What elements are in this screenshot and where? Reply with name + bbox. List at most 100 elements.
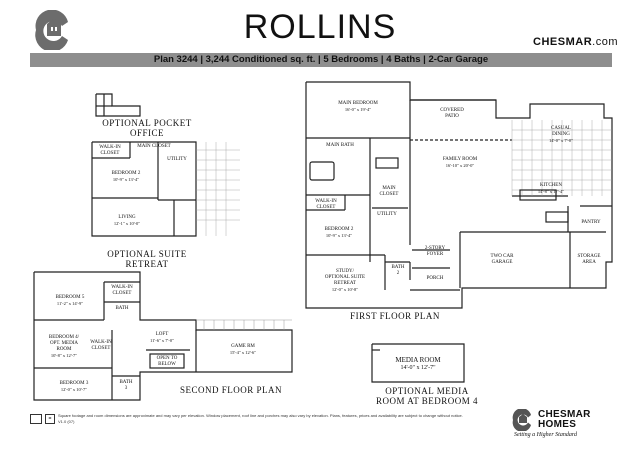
room-storage-area: STORAGE AREA (572, 254, 606, 266)
room-porch: PORCH (420, 276, 450, 282)
suite-retreat-grid (196, 142, 240, 236)
second-room-bath: BATH (108, 306, 136, 312)
opt-room-living-dims: 12'-1" x 10'-0" (113, 221, 141, 226)
media-room-dims: 14'-0" x 12'-7" (400, 365, 436, 371)
room-utility: UTILITY (372, 212, 402, 218)
room-study-name: STUDY/ OPTIONAL SUITE RETREAT (324, 269, 366, 286)
room-kitchen-name: KITCHEN (540, 183, 562, 188)
media-room-walls (371, 343, 465, 383)
opt-room-walk-in-closet-name: WALK-IN CLOSET (99, 145, 121, 156)
second-room-bedroom-5: BEDROOM 5 11'-2" x 14'-9" (40, 295, 100, 307)
room-main-closet-name: MAIN CLOSET (379, 186, 399, 197)
second-room-game-rm-dims: 15'-4" x 12'-6" (229, 350, 257, 355)
room-utility-name: UTILITY (377, 212, 397, 217)
disclaimer-text: Square footage and room dimensions are a… (58, 413, 463, 424)
room-walk-in-closet: WALK-IN CLOSET (310, 199, 342, 211)
second-room-game-rm: GAME RM 15'-4" x 12'-6" (208, 344, 278, 356)
room-two-story-foyer: 2-STORY FOYER (418, 246, 452, 258)
second-floor-railing (196, 319, 292, 330)
room-kitchen-dims: 14'-8" x 17'-4" (537, 189, 565, 194)
room-family-room-dims: 16'-10" x 20'-0" (445, 163, 475, 168)
suite-retreat-walls (91, 141, 197, 237)
room-casual-dining-name: CASUAL DINING (550, 126, 571, 137)
room-bedroom-2-dims: 10'-9" x 13'-4" (325, 233, 353, 238)
room-bath-2: BATH 2 (388, 265, 408, 277)
room-bath-2-name: BATH 2 (391, 265, 405, 276)
plan-specs-bar: Plan 3244 | 3,244 Conditioned sq. ft. | … (30, 53, 612, 67)
second-room-bedroom-5-dims: 11'-2" x 14'-9" (56, 301, 84, 306)
media-room-label: MEDIA ROOM 14'-0" x 12'-7" (380, 356, 456, 372)
opt-room-main-closet: MAIN CLOSET (132, 144, 176, 150)
opt-room-walk-in-closet: WALK-IN CLOSET (94, 145, 126, 157)
second-room-loft: LOFT 11'-6" x 7'-0" (140, 332, 184, 344)
room-storage-area-name: STORAGE AREA (577, 254, 601, 265)
chesmar-homes-logo-icon (512, 409, 531, 431)
brand-suffix: .com (592, 36, 618, 48)
second-room-bedroom-5-name: BEDROOM 5 (55, 295, 85, 300)
caption-media-room: OPTIONAL MEDIA ROOM AT BEDROOM 4 (375, 386, 479, 406)
pocket-office-walls (95, 93, 141, 117)
room-pantry-name: PANTRY (581, 220, 601, 225)
plan-title: ROLLINS (243, 8, 397, 46)
second-room-walk-in-closet-2-name: WALK-IN CLOSET (90, 340, 112, 351)
second-room-bedroom-3: BEDROOM 3 12'-0" x 10'-7" (44, 381, 104, 393)
footer-brand-line2: HOMES (538, 419, 577, 430)
room-family-room: FAMILY ROOM 16'-10" x 20'-0" (424, 157, 496, 169)
room-study: STUDY/ OPTIONAL SUITE RETREAT 12'-0" x 1… (312, 269, 378, 293)
opt-room-bedroom-2-dims: 10'-9" x 13'-4" (112, 177, 140, 182)
room-main-bath: MAIN BATH (316, 143, 364, 149)
second-room-open-to-below-name: OPEN TO BELOW (156, 356, 178, 367)
second-room-bath-name: BATH (115, 306, 129, 311)
room-covered-patio-name: COVERED PATIO (440, 108, 464, 119)
equal-housing-icon (30, 414, 42, 424)
opt-room-utility: UTILITY (160, 157, 194, 163)
second-room-bath-3: BATH 3 (116, 380, 136, 392)
room-walk-in-closet-name: WALK-IN CLOSET (315, 199, 337, 210)
room-casual-dining: CASUAL DINING 14'-0" x 7'-0" (536, 126, 586, 144)
room-main-bedroom: MAIN BEDROOM 16'-0" x 19'-4" (318, 101, 398, 113)
room-main-bedroom-dims: 16'-0" x 19'-4" (344, 107, 372, 112)
caption-pocket-office: OPTIONAL POCKET OFFICE (102, 118, 192, 138)
second-room-bath-3-name: BATH 3 (119, 380, 133, 391)
first-floor-walls (305, 81, 613, 309)
second-room-game-rm-name: GAME RM (231, 344, 255, 349)
room-main-closet: MAIN CLOSET (374, 186, 404, 198)
room-two-car-garage-name: TWO CAR GARAGE (490, 254, 514, 265)
equal-housing-mark: = (45, 414, 55, 424)
room-porch-name: PORCH (426, 276, 444, 281)
room-main-bedroom-name: MAIN BEDROOM (338, 101, 378, 106)
opt-room-main-closet-name: MAIN CLOSET (137, 144, 171, 149)
second-room-bedroom-3-dims: 12'-0" x 10'-7" (60, 387, 88, 392)
room-casual-dining-dims: 14'-0" x 7'-0" (548, 138, 574, 143)
room-covered-patio: COVERED PATIO (430, 108, 474, 120)
second-room-walk-in-closet: WALK-IN CLOSET (106, 285, 138, 297)
opt-room-living: LIVING 12'-1" x 10'-0" (100, 215, 154, 227)
second-room-bedroom-4-name: BEDROOM 4/ OPT. MEDIA ROOM (48, 335, 80, 352)
opt-room-living-name: LIVING (118, 215, 136, 220)
room-bedroom-2-name: BEDROOM 2 (324, 227, 354, 232)
opt-room-bedroom-2: BEDROOM 2 10'-9" x 13'-4" (98, 171, 154, 183)
room-bedroom-2: BEDROOM 2 10'-9" x 13'-4" (312, 227, 366, 239)
opt-room-utility-name: UTILITY (167, 157, 187, 162)
brand-website[interactable]: CHESMAR.com (533, 36, 618, 48)
second-room-walk-in-closet-2: WALK-IN CLOSET (88, 340, 114, 352)
brand-name: CHESMAR (533, 36, 593, 48)
room-two-story-foyer-name: 2-STORY FOYER (424, 246, 446, 257)
opt-room-bedroom-2-name: BEDROOM 2 (111, 171, 141, 176)
second-floor-walls (33, 271, 293, 401)
second-room-bedroom-4: BEDROOM 4/ OPT. MEDIA ROOM 10'-8" x 12'-… (36, 335, 92, 359)
second-room-walk-in-closet-name: WALK-IN CLOSET (111, 285, 133, 296)
room-two-car-garage: TWO CAR GARAGE (482, 254, 522, 266)
room-pantry: PANTRY (578, 220, 604, 226)
caption-first-floor: FIRST FLOOR PLAN (350, 311, 440, 321)
second-room-bedroom-4-dims: 10'-8" x 12'-7" (50, 353, 78, 358)
footer-brand-line1: CHESMAR (538, 409, 591, 420)
second-room-loft-name: LOFT (155, 332, 169, 337)
footer-tagline: Setting a Higher Standard (514, 432, 577, 438)
room-kitchen: KITCHEN 14'-8" x 17'-4" (528, 183, 574, 195)
caption-suite-retreat: OPTIONAL SUITE RETREAT (107, 249, 187, 269)
caption-second-floor: SECOND FLOOR PLAN (179, 385, 282, 395)
room-family-room-name: FAMILY ROOM (442, 157, 478, 162)
dining-tile-grid (511, 120, 612, 196)
second-room-loft-dims: 11'-6" x 7'-0" (150, 338, 174, 343)
